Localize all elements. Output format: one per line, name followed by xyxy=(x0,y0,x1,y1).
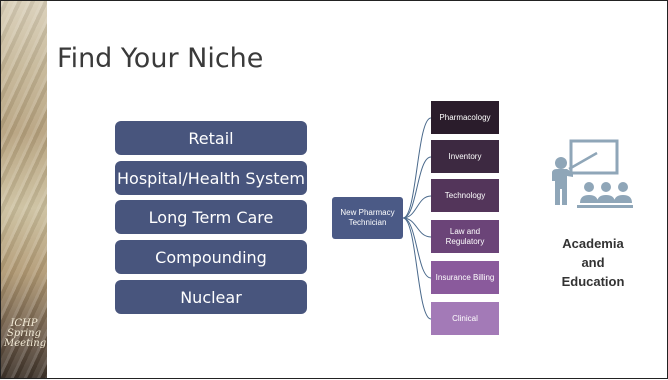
connector-insurance xyxy=(402,217,432,279)
branch-insurance-billing: Insurance Billing xyxy=(431,261,499,294)
setting-hospital: Hospital/Health System xyxy=(115,161,307,195)
connector-clinical xyxy=(402,217,432,320)
connector-inventory xyxy=(402,156,432,219)
setting-long-term-care: Long Term Care xyxy=(115,200,307,234)
ichp-logo: ICHP Spring Meeting xyxy=(4,318,47,349)
new-pharmacy-technician-box: New Pharmacy Technician xyxy=(332,197,403,239)
connector-pharmacology xyxy=(402,117,432,219)
branch-technology: Technology xyxy=(431,179,499,212)
setting-compounding: Compounding xyxy=(115,240,307,274)
setting-nuclear: Nuclear xyxy=(115,280,307,314)
branch-inventory: Inventory xyxy=(431,140,499,173)
connector-technology xyxy=(402,195,432,219)
academia-line-2: and xyxy=(581,255,605,270)
branch-law-regulatory: Law and Regulatory xyxy=(431,220,499,253)
branch-pharmacology: Pharmacology xyxy=(431,101,499,134)
academia-line-3: Education xyxy=(561,274,625,289)
academia-education-label: Academia and Education xyxy=(549,234,637,291)
slide-title: Find Your Niche xyxy=(57,43,264,74)
teacher-presentation-icon xyxy=(552,139,633,208)
setting-retail: Retail xyxy=(115,121,307,155)
academia-line-1: Academia xyxy=(562,236,624,251)
decorative-side-strip: ICHP Spring Meeting xyxy=(1,1,47,378)
branch-clinical: Clinical xyxy=(431,302,499,335)
